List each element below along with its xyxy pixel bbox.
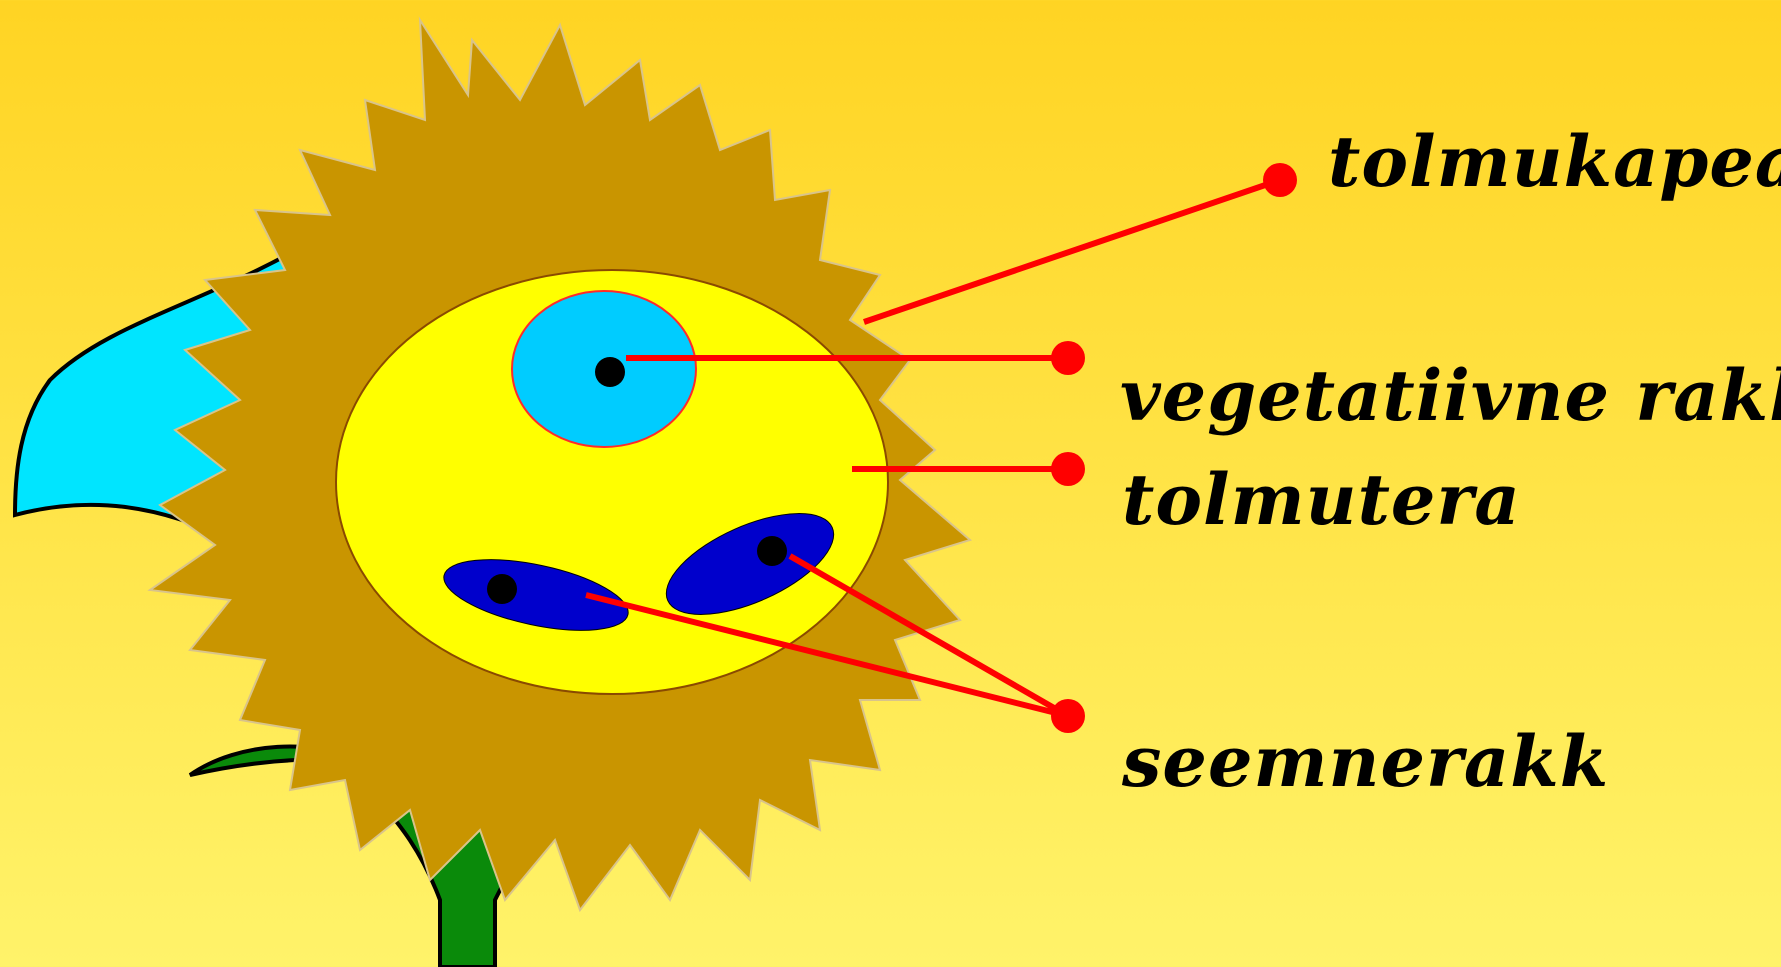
pointer-dot-seemnerakk xyxy=(1051,699,1085,733)
pointer-dot-tolmukapea xyxy=(1263,163,1297,197)
sperm-cell-left-nucleus xyxy=(487,574,517,604)
pointer-dot-vegetatiivne xyxy=(1051,341,1085,375)
sperm-cell-right-nucleus xyxy=(757,536,787,566)
pointer-line-tolmukapea xyxy=(864,180,1280,322)
label-vegetatiivne-rakk: vegetatiivne rakk xyxy=(1120,356,1781,436)
pointer-dot-tolmutera xyxy=(1051,452,1085,486)
label-tolmukapea: tolmukapea xyxy=(1328,122,1768,202)
label-seemnerakk: seemnerakk xyxy=(1122,722,1609,802)
vegetative-cell-nucleus xyxy=(595,357,625,387)
label-tolmutera: tolmutera xyxy=(1122,460,1521,540)
